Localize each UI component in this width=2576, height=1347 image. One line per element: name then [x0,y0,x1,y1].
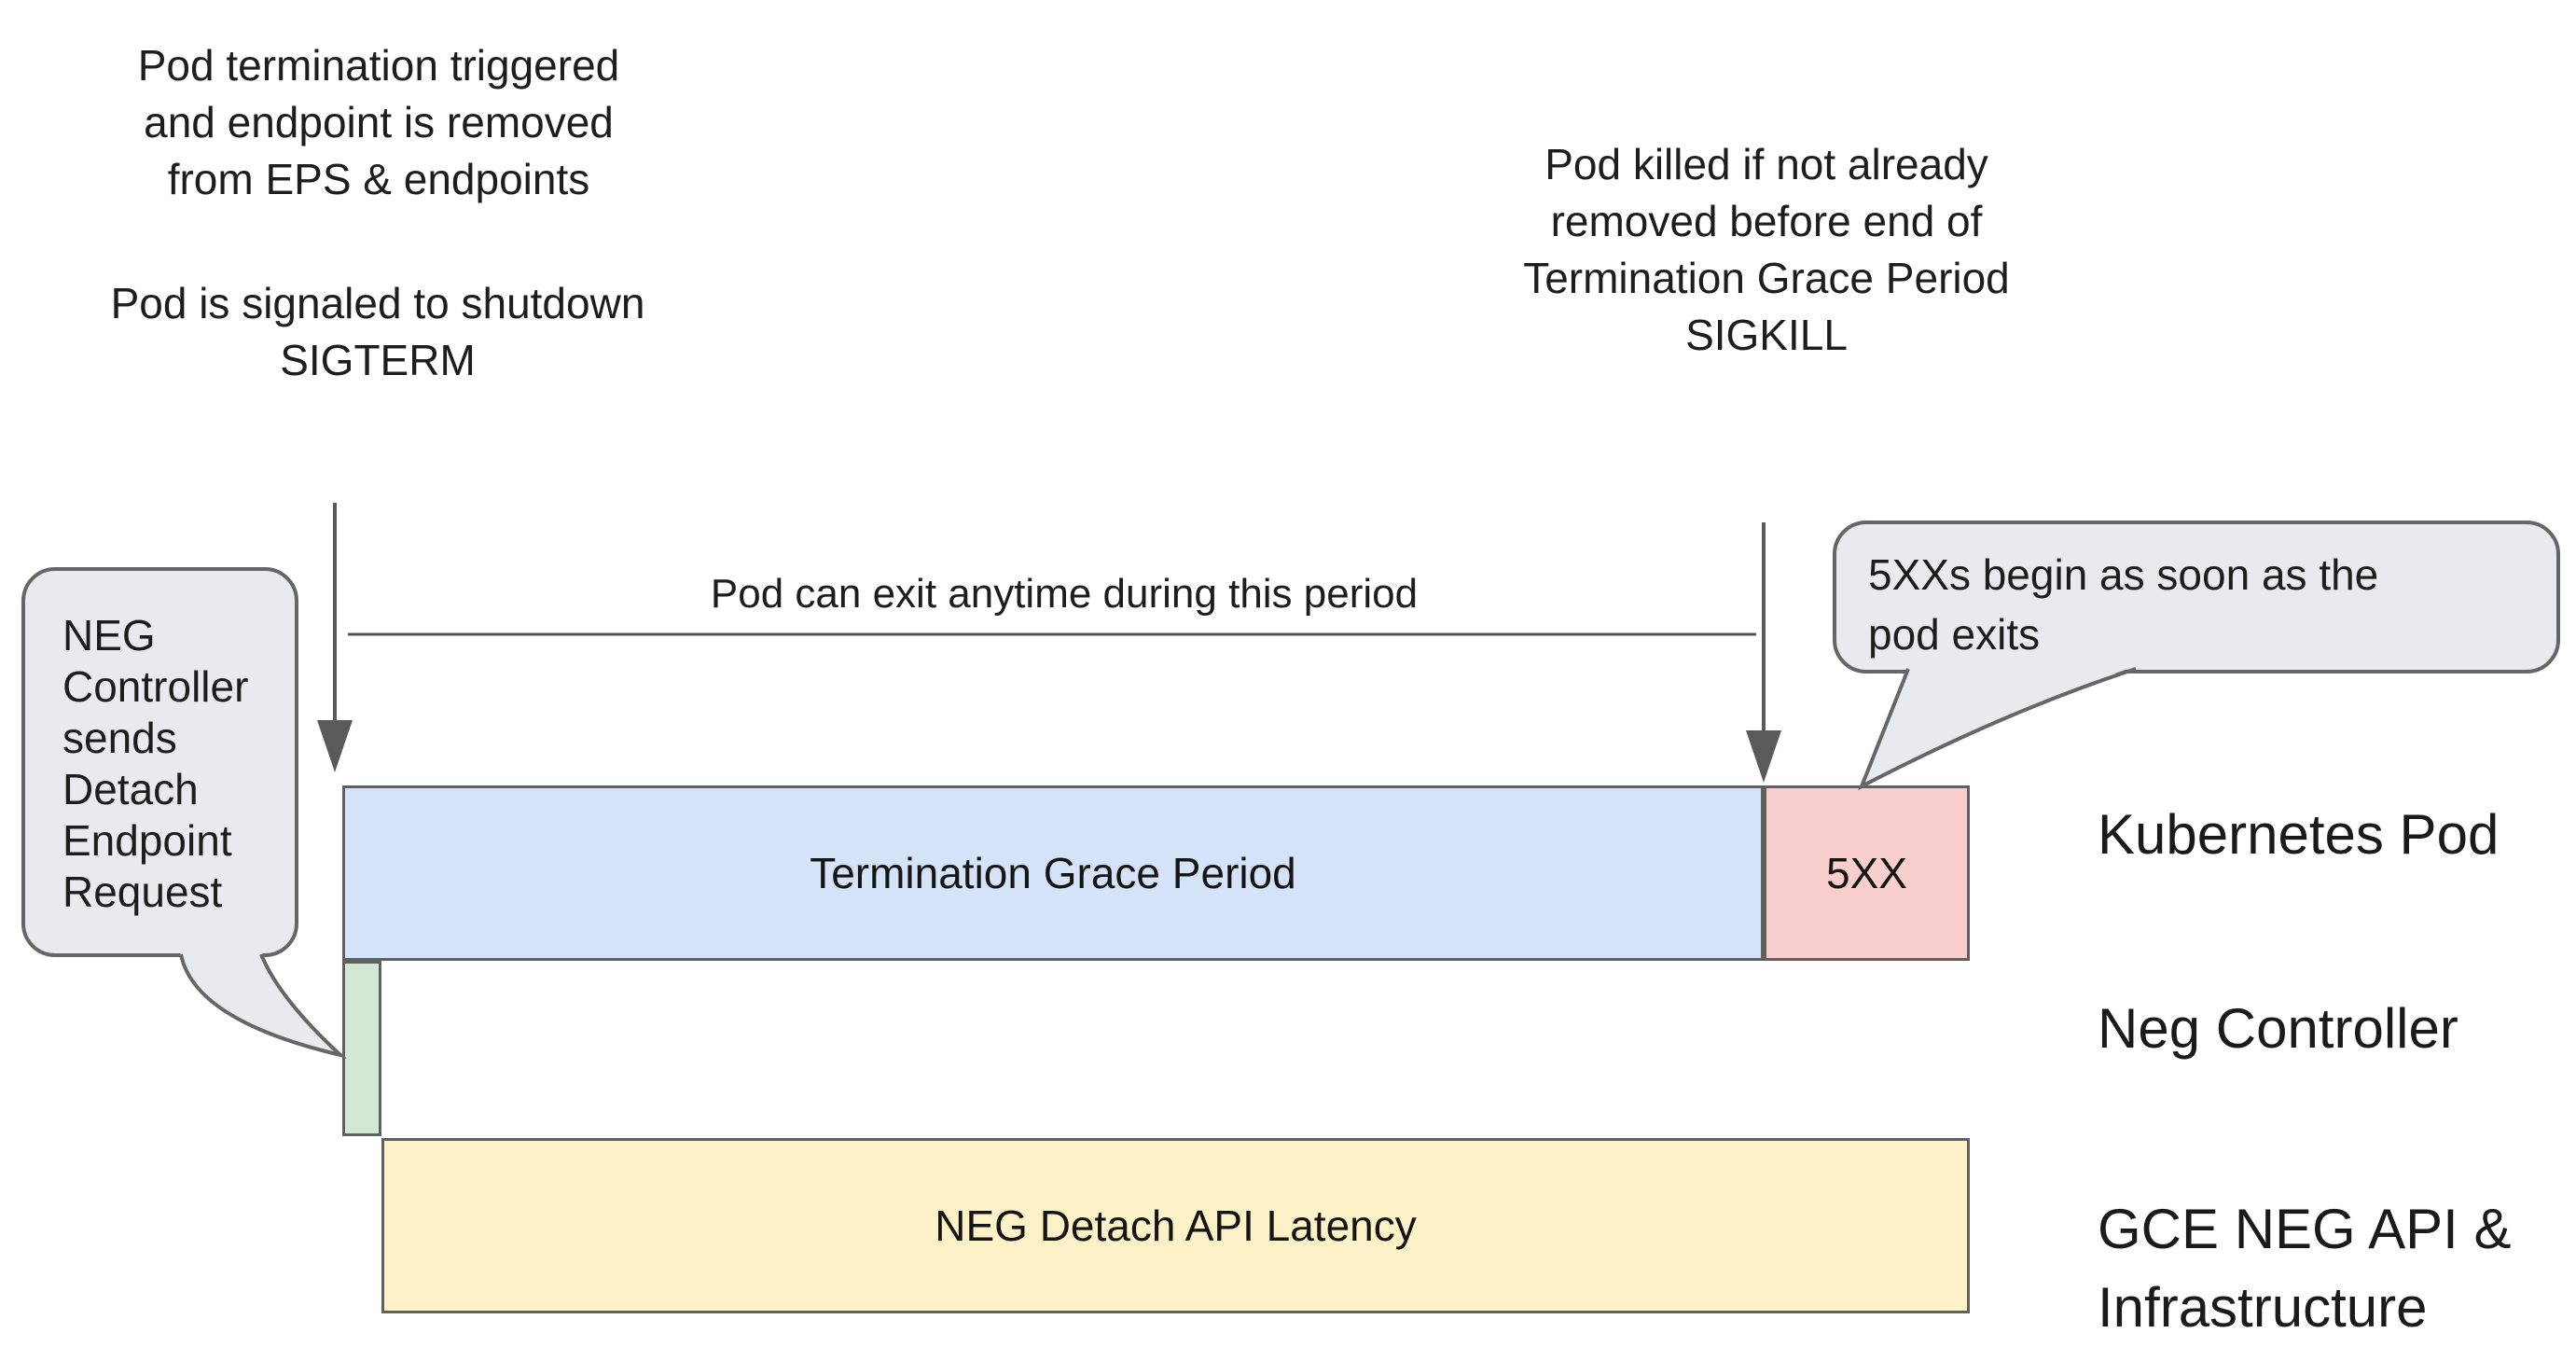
annotation-line: SIGKILL [1685,311,1848,359]
row-label-neg-controller: Neg Controller [2098,997,2458,1060]
five-xx-label: 5XX [1826,849,1907,897]
annotation-pod-killed-sigkill: Pod killed if not already removed before… [1440,136,2093,364]
right-callout-tail [1858,666,2137,791]
annotation-pod-signaled-sigterm: Pod is signaled to shutdown SIGTERM [28,275,727,389]
row-label-gce-neg-api: GCE NEG API & Infrastructure [2098,1190,2545,1347]
annotation-line: Termination Grace Period [1523,254,2010,302]
neg-detach-api-latency-label: NEG Detach API Latency [935,1201,1417,1250]
callout-5xx-begin: 5XXs begin as soon as the pod exits [1833,521,2560,674]
callout-left-text: NEG Controller sends Detach Endpoint Req… [62,611,249,916]
row-label-line: Infrastructure [2098,1276,2428,1339]
row-label-kubernetes-pod: Kubernetes Pod [2098,803,2500,866]
annotation-line: Pod is signaled to shutdown [110,279,645,327]
row-label-line: GCE NEG API & [2098,1198,2512,1260]
callout-right-text: 5XXs begin as soon as the pod exits [1868,550,2379,659]
annotation-line: SIGTERM [280,336,476,384]
annotation-line: Pod termination triggered [137,41,620,90]
neg-detach-api-latency-bar: NEG Detach API Latency [381,1138,1970,1313]
sigterm-arrow-icon [317,503,353,772]
annotation-pod-can-exit-period: Pod can exit anytime during this period [710,571,1419,617]
five-xx-bar: 5XX [1764,785,1970,961]
annotation-line: removed before end of [1550,197,1983,245]
termination-grace-period-bar: Termination Grace Period [342,785,1764,961]
annotation-line: Pod killed if not already [1544,140,1988,188]
left-callout-tail [179,951,347,1059]
termination-grace-period-label: Termination Grace Period [810,849,1296,897]
callout-neg-controller-detach: NEG Controller sends Detach Endpoint Req… [21,567,298,957]
neg-detach-request-bar [342,961,381,1136]
sigkill-arrow-icon [1746,522,1781,783]
annotation-line: and endpoint is removed [144,98,614,146]
annotation-line: from EPS & endpoints [167,155,590,203]
annotation-pod-termination-triggered: Pod termination triggered and endpoint i… [52,37,705,208]
